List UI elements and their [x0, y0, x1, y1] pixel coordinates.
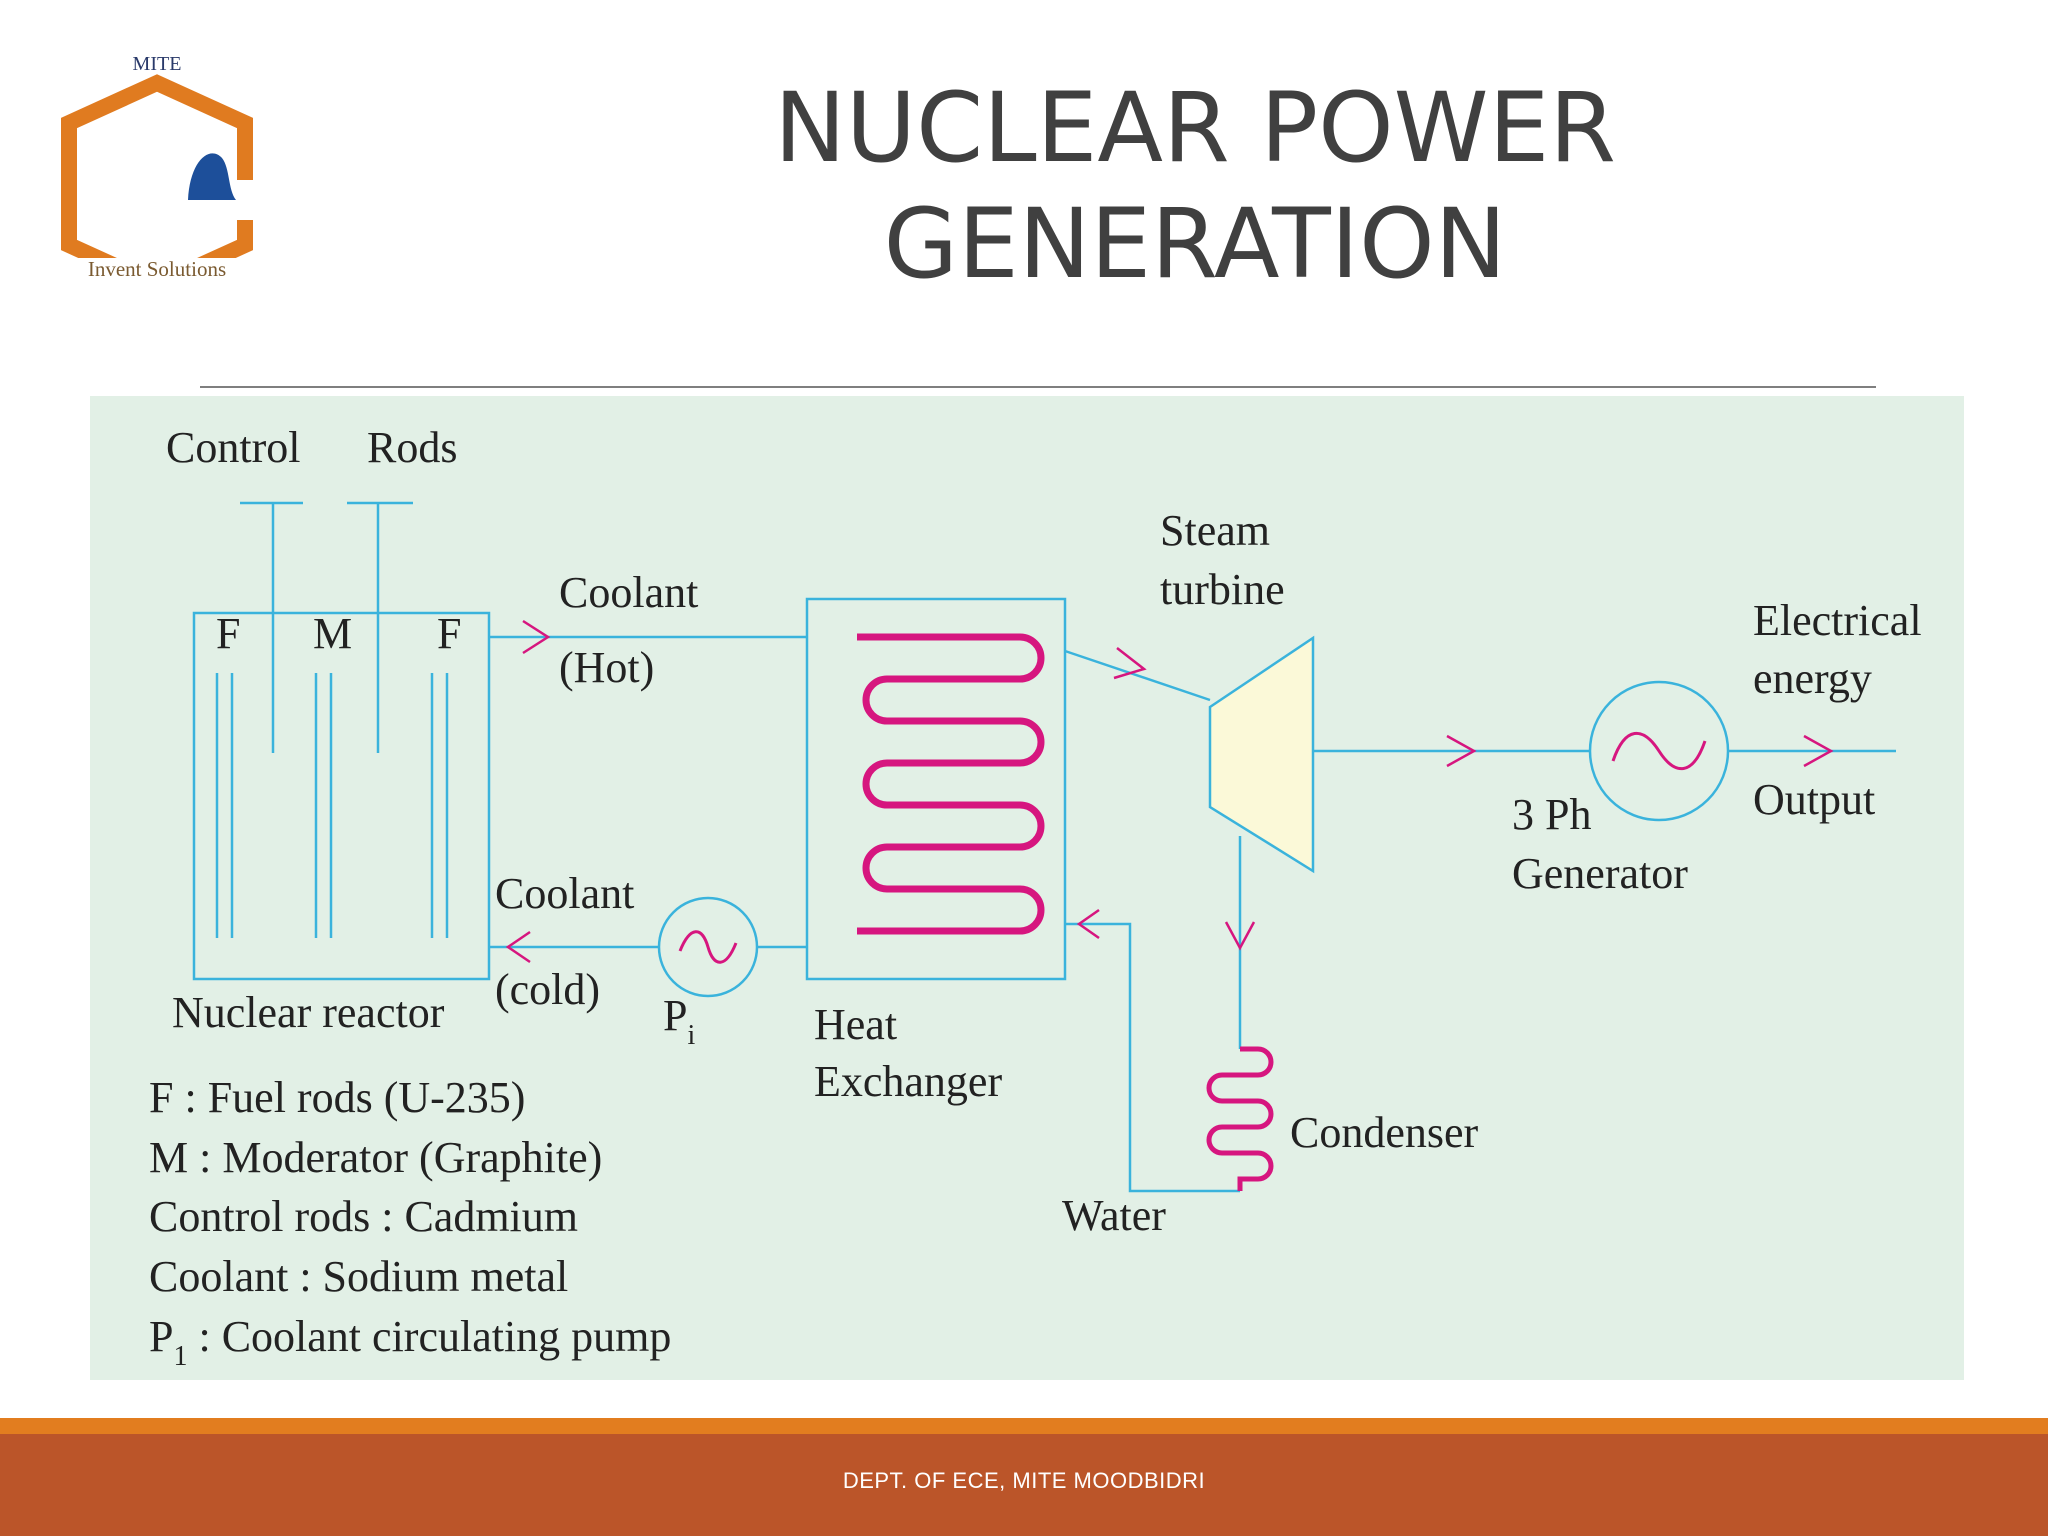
steam-turbine	[1208, 635, 1315, 874]
reactor-m-label: M	[313, 609, 352, 658]
nuclear-power-diagram: Control Rods F M F Nuclear reactor Coola…	[90, 396, 1964, 1380]
footer-text: DEPT. OF ECE, MITE MOODBIDRI	[842, 1468, 1206, 1493]
control-label: Control	[166, 423, 300, 472]
heat-exchanger-label: Heat	[814, 1000, 897, 1049]
cold-flow-arrow-icon	[505, 930, 531, 964]
electrical-energy-sublabel: energy	[1753, 654, 1872, 703]
legend-moderator: M : Moderator (Graphite)	[149, 1133, 602, 1182]
logo-hexagon-icon: MITE Invent Solutions	[50, 53, 270, 294]
output-label: Output	[1753, 775, 1875, 824]
heat-exchanger-sublabel: Exchanger	[814, 1057, 1002, 1106]
output-arrow-icon	[1803, 734, 1834, 768]
reactor-f-label: F	[437, 609, 461, 658]
footer-stripe	[0, 1418, 2048, 1434]
condenser-coil	[1206, 1046, 1274, 1191]
water-return-pipe	[1065, 922, 1240, 1193]
coolant-hot-sublabel: (Hot)	[559, 643, 654, 692]
water-label: Water	[1062, 1191, 1166, 1240]
diagram-svg: Control Rods F M F Nuclear reactor Coola…	[149, 423, 1922, 1372]
logo-bird-icon	[188, 153, 236, 200]
mite-logo: MITE Invent Solutions	[50, 50, 270, 294]
logo-bottom-text: Invent Solutions	[88, 257, 226, 281]
generator-label: 3 Ph	[1512, 790, 1591, 839]
heat-exchanger	[805, 597, 1067, 981]
coolant-cold-sublabel: (cold)	[495, 965, 600, 1014]
electrical-energy-label: Electrical	[1753, 596, 1922, 645]
coolant-pump	[657, 896, 759, 998]
water-arrow-icon	[1076, 908, 1100, 940]
title-divider	[200, 386, 1876, 388]
footer-band: DEPT. OF ECE, MITE MOODBIDRI	[0, 1434, 2048, 1536]
reactor-vessel	[192, 611, 491, 981]
title-line-2: GENERATION	[883, 188, 1507, 300]
logo-top-text: MITE	[133, 53, 182, 75]
pump-label: Pi	[663, 991, 695, 1051]
hot-flow-arrow-icon	[522, 619, 551, 655]
steam-flow-arrow-icon	[1113, 647, 1147, 680]
legend-pump: P1 : Coolant circulating pump	[149, 1312, 671, 1372]
generator-sine-icon	[1611, 732, 1707, 770]
steam-turbine-label: Steam	[1160, 506, 1270, 555]
rods-label: Rods	[367, 423, 457, 472]
legend-control-rods: Control rods : Cadmium	[149, 1192, 578, 1241]
exhaust-arrow-icon	[1224, 921, 1256, 951]
shaft-arrow-icon	[1446, 734, 1477, 768]
page-title: NUCLEAR POWER GENERATION	[640, 70, 1750, 302]
title-line-1: NUCLEAR POWER	[774, 72, 1616, 184]
condenser-label: Condenser	[1290, 1108, 1479, 1157]
generator-sublabel: Generator	[1512, 849, 1688, 898]
coolant-hot-label: Coolant	[559, 568, 698, 617]
pump-sine-icon	[678, 930, 738, 964]
coolant-cold-label: Coolant	[495, 869, 634, 918]
heat-exchanger-coil	[857, 633, 1045, 935]
steam-pipe	[1064, 649, 1211, 702]
reactor-f-label: F	[216, 609, 240, 658]
legend-coolant: Coolant : Sodium metal	[149, 1252, 568, 1301]
reactor-label: Nuclear reactor	[172, 988, 445, 1037]
legend-fuel: F : Fuel rods (U-235)	[149, 1073, 525, 1122]
steam-turbine-sublabel: turbine	[1160, 565, 1285, 614]
